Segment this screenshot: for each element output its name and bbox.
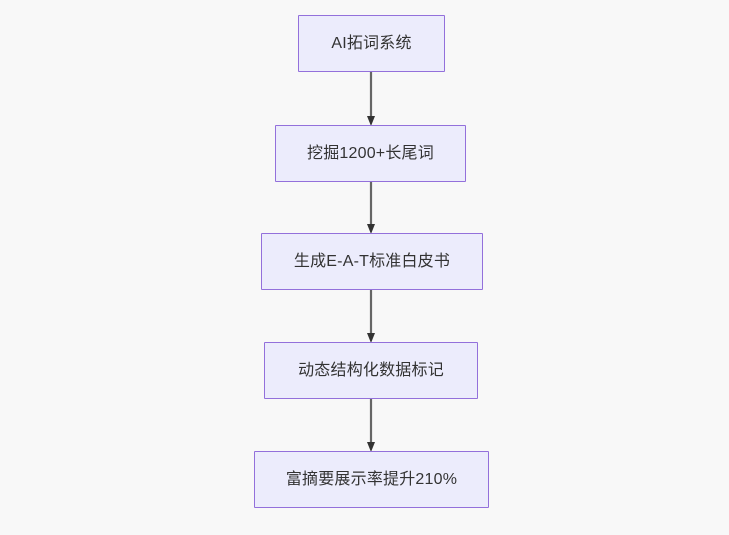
flow-node-ai-keyword-system[interactable]: AI拓词系统 xyxy=(298,15,445,72)
flow-node-label: 生成E-A-T标准白皮书 xyxy=(293,252,451,270)
flow-node-label: AI拓词系统 xyxy=(331,34,412,52)
flow-node-generate-eat-whitepaper[interactable]: 生成E-A-T标准白皮书 xyxy=(261,233,483,290)
flow-node-mine-longtail-keywords[interactable]: 挖掘1200+长尾词 xyxy=(275,125,466,182)
flow-node-dynamic-structured-data-markup[interactable]: 动态结构化数据标记 xyxy=(264,342,478,399)
flow-node-label: 动态结构化数据标记 xyxy=(298,361,444,379)
flow-node-label: 富摘要展示率提升210% xyxy=(285,470,458,488)
flow-node-label: 挖掘1200+长尾词 xyxy=(307,144,434,162)
flow-node-rich-snippet-rate-increase[interactable]: 富摘要展示率提升210% xyxy=(254,451,489,508)
